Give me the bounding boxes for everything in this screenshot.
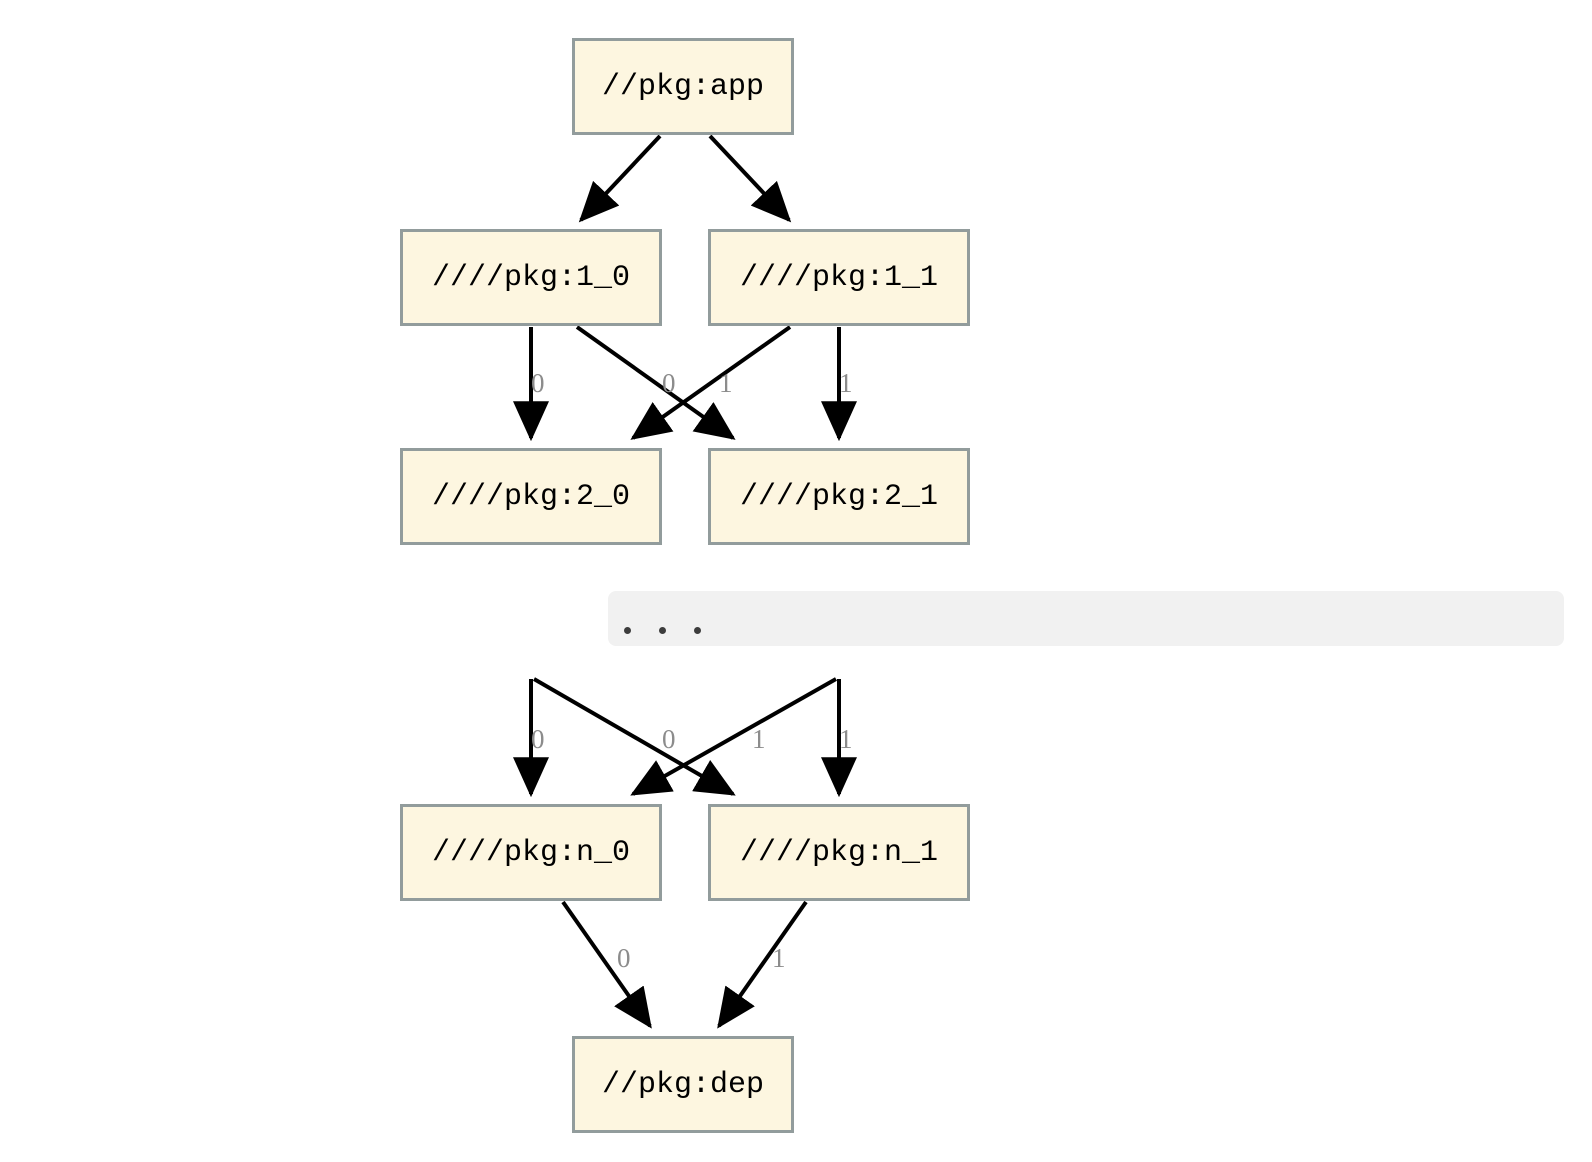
edge-pkg-1-0-to-pkg-2-1 xyxy=(575,325,736,440)
edge-label-1_1-to-2_0: 1 xyxy=(719,368,733,398)
edge-label-n_1-to-dep: 1 xyxy=(772,943,786,973)
node-pkg-2-1[interactable]: ////pkg:2_1 xyxy=(708,448,970,545)
edge-pkg-1-1-to-pkg-2-0 xyxy=(630,325,792,440)
node-label: ////pkg:1_1 xyxy=(739,260,939,295)
node-label: //pkg:app xyxy=(601,69,765,104)
edge-label-1_1-to-2_1: 1 xyxy=(839,368,853,398)
edge-hidden-1-to-pkg-n-0 xyxy=(630,677,837,796)
edge-label-1_0-to-2_1: 0 xyxy=(662,368,676,398)
edge-label-1_0-to-2_0: 0 xyxy=(531,368,545,398)
ellipsis-dots-group xyxy=(624,627,701,634)
ellipsis-separator xyxy=(608,591,1564,646)
edge-label-hidden1-to-n_1: 1 xyxy=(839,724,853,754)
node-label: //pkg:dep xyxy=(601,1067,765,1102)
ellipsis-dot-2 xyxy=(659,627,666,634)
node-pkg-dep[interactable]: //pkg:dep xyxy=(572,1036,794,1133)
edge-pkg-n-0-to-dep xyxy=(561,900,652,1029)
node-label: ////pkg:1_0 xyxy=(431,260,631,295)
ellipsis-dot-1 xyxy=(624,627,631,634)
node-label: ////pkg:n_1 xyxy=(739,835,939,870)
edge-pkg-n-1-to-dep xyxy=(717,900,808,1029)
node-pkg-n-0[interactable]: ////pkg:n_0 xyxy=(400,804,662,901)
node-pkg-n-1[interactable]: ////pkg:n_1 xyxy=(708,804,970,901)
node-label: ////pkg:2_1 xyxy=(739,479,939,514)
node-pkg-2-0[interactable]: ////pkg:2_0 xyxy=(400,448,662,545)
edge-app-to-pkg-1-1 xyxy=(708,134,792,223)
edge-label-hidden1-to-n_0: 1 xyxy=(752,724,766,754)
edge-label-hidden0-to-n_0: 0 xyxy=(531,724,545,754)
node-label: ////pkg:2_0 xyxy=(431,479,631,514)
edge-app-to-pkg-1-0 xyxy=(578,134,662,223)
ellipsis-dot-3 xyxy=(694,627,701,634)
edge-hidden-0-to-pkg-n-1 xyxy=(532,677,736,796)
edge-label-n_0-to-dep: 0 xyxy=(617,943,631,973)
node-pkg-1-0[interactable]: ////pkg:1_0 xyxy=(400,229,662,326)
node-pkg-1-1[interactable]: ////pkg:1_1 xyxy=(708,229,970,326)
node-label: ////pkg:n_0 xyxy=(431,835,631,870)
node-pkg-app[interactable]: //pkg:app xyxy=(572,38,794,135)
edge-label-hidden0-to-n_1: 0 xyxy=(662,724,676,754)
